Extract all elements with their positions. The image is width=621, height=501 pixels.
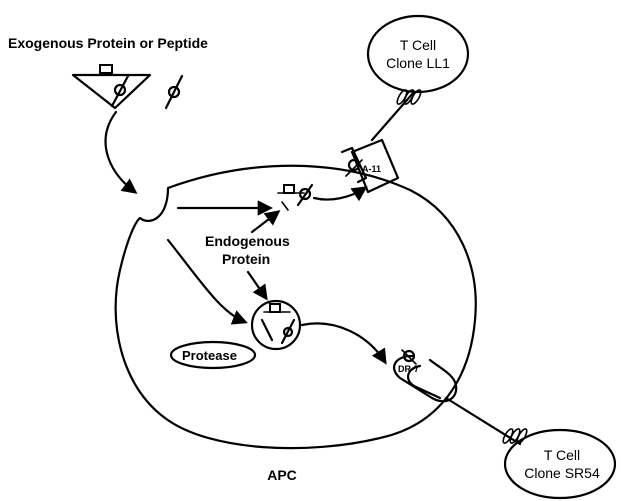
uptake-arrow: [104, 110, 138, 194]
cytoplasmic-peptide: [277, 183, 314, 211]
tcr-sr54-receptor-icon: [502, 428, 528, 444]
dr7-mhc-complex: [393, 349, 458, 403]
free-peptide: [164, 74, 184, 110]
a11-mhc-complex: [340, 138, 400, 194]
endogenous-protein-label-line2: Protein: [222, 251, 270, 267]
t-cell-ll1: [366, 14, 470, 94]
apc-cell-membrane: [114, 164, 477, 450]
t-cell-sr54-label-line1: T Cell: [544, 447, 580, 463]
a11-label: A-11: [362, 164, 381, 174]
t-cell-ll1-label-line2: Clone LL1: [386, 55, 450, 71]
apc-label: APC: [267, 467, 297, 483]
endogenous-protein-label-line1: Endogenous: [205, 233, 290, 249]
tcr-sr54-stalk: [444, 396, 522, 446]
protease-label: Protease: [182, 348, 237, 363]
class-ii-arrow: [300, 322, 387, 365]
endogenous-to-vesicle-arrow: [246, 270, 268, 301]
t-cell-sr54: [503, 428, 617, 500]
exogenous-protein-shape: [71, 64, 152, 110]
t-cell-sr54-label-line2: Clone SR54: [524, 465, 600, 481]
protease-ellipse: [169, 340, 257, 370]
dr7-label: DR-7: [398, 364, 419, 374]
t-cell-ll1-label-line1: T Cell: [400, 37, 436, 53]
class-i-arrow: [312, 186, 368, 202]
tcr-ll1-stalk: [370, 90, 416, 142]
endogenous-to-cytoplasm-arrow: [250, 210, 281, 234]
exogenous-protein-label: Exogenous Protein or Peptide: [8, 35, 208, 51]
endosomal-vesicle: [250, 299, 302, 351]
endosomal-pathway-arrow: [166, 238, 248, 325]
